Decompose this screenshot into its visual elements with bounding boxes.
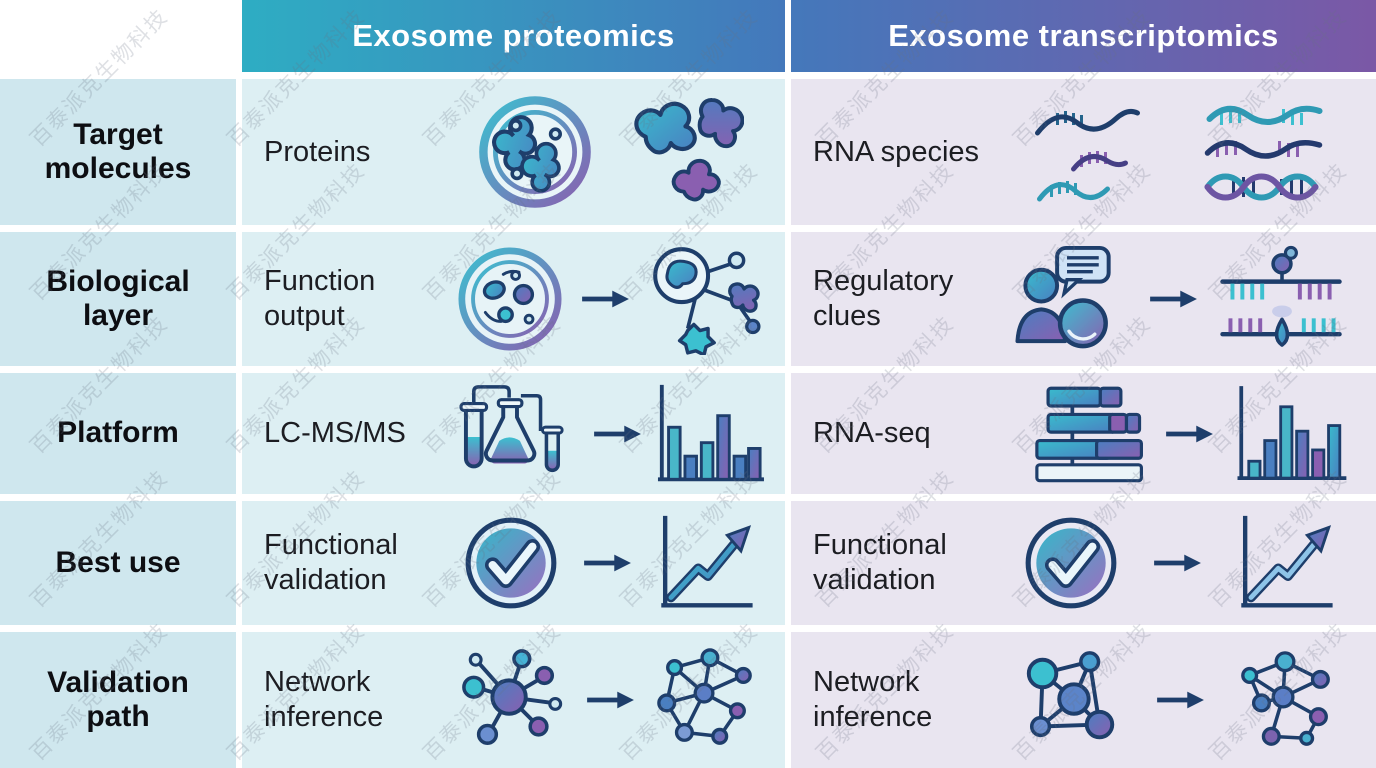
arrow-icon xyxy=(1163,422,1215,446)
cell-text: Network inference xyxy=(813,666,933,733)
corner-cell xyxy=(0,0,236,72)
arrow-icon xyxy=(1147,287,1199,311)
arrow-icon xyxy=(1151,551,1203,575)
function-network-icon xyxy=(652,247,765,355)
column-header-proteomics-label: Exosome proteomics xyxy=(352,18,675,53)
cell-proteomics-platform: LC-MS/MS xyxy=(242,373,785,494)
column-header-transcriptomics: Exosome transcriptomics xyxy=(791,0,1376,72)
bar-chart-icon xyxy=(657,384,764,481)
row-label-best-use: Best use xyxy=(0,501,236,625)
cell-text: Functional validation xyxy=(264,529,398,596)
protein-blobs-icon xyxy=(629,94,744,207)
cell-text: RNA-seq xyxy=(813,417,931,450)
column-header-transcriptomics-label: Exosome transcriptomics xyxy=(888,18,1279,53)
petri-dish-icon xyxy=(458,247,562,351)
cell-text: Function output xyxy=(264,265,376,332)
cell-transcriptomics-target-molecules: RNA species xyxy=(791,79,1376,225)
arrow-icon xyxy=(1154,688,1206,712)
row-label-validation-path: Validation path xyxy=(0,632,236,768)
arrow-icon xyxy=(584,688,636,712)
arrow-icon xyxy=(591,422,643,446)
bar-chart-icon xyxy=(1237,385,1347,480)
check-circle-icon xyxy=(465,517,557,609)
lab-glassware-icon xyxy=(459,384,564,472)
row-label-target-molecules: Target molecules xyxy=(0,79,236,225)
cell-transcriptomics-platform: RNA-seq xyxy=(791,373,1376,494)
cell-proteomics-best-use: Functional validation xyxy=(242,501,785,625)
cell-text: Proteins xyxy=(264,135,371,168)
cell-proteomics-biological-layer: Function output xyxy=(242,232,785,366)
cell-text: LC-MS/MS xyxy=(264,417,406,450)
cell-transcriptomics-biological-layer: Regulatory clues xyxy=(791,232,1376,366)
cell-transcriptomics-best-use: Functional validation xyxy=(791,501,1376,625)
cell-proteomics-validation-path: Network inference xyxy=(242,632,785,768)
check-circle-icon xyxy=(1025,517,1117,609)
arrow-icon xyxy=(581,551,633,575)
growth-chart-icon xyxy=(661,515,753,608)
rna-strands-icon xyxy=(1034,109,1140,202)
person-speech-icon xyxy=(1015,245,1111,349)
row-label-platform: Platform xyxy=(0,373,236,494)
dna-helix-icon xyxy=(1204,105,1323,201)
hub-network-icon xyxy=(461,649,562,745)
cell-transcriptomics-validation-path: Network inference xyxy=(791,632,1376,768)
growth-chart-icon xyxy=(1241,515,1333,608)
row-label-biological-layer: Biological layer xyxy=(0,232,236,366)
vesicle-icon xyxy=(479,96,592,208)
mesh-network-icon xyxy=(657,648,753,745)
rna-regulation-icon xyxy=(1220,245,1342,347)
cell-text: Functional validation xyxy=(813,529,947,596)
mesh-network-icon xyxy=(1240,651,1330,746)
pentagon-network-icon xyxy=(1027,651,1115,740)
cell-text: Network inference xyxy=(264,666,384,733)
sequencing-reads-icon xyxy=(1035,386,1143,482)
cell-proteomics-target-molecules: Proteins xyxy=(242,79,785,225)
cell-text: Regulatory clues xyxy=(813,265,954,332)
cell-text: RNA species xyxy=(813,135,980,168)
arrow-icon xyxy=(579,287,631,311)
column-header-proteomics: Exosome proteomics xyxy=(242,0,785,72)
